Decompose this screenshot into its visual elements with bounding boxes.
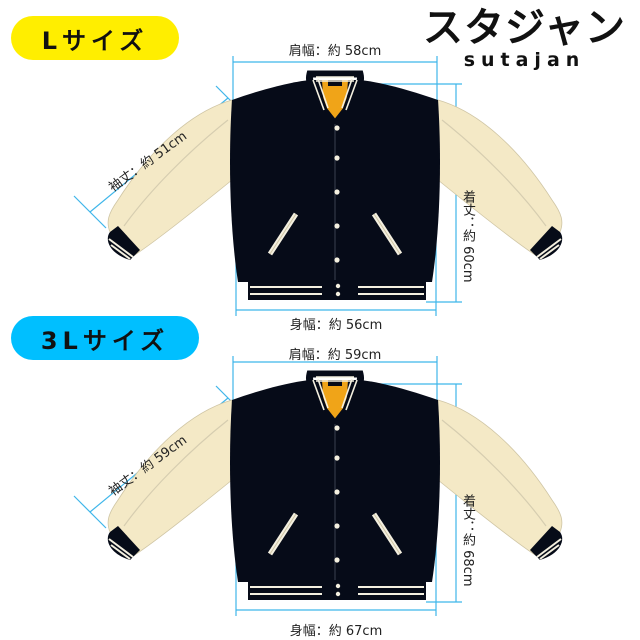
size-badge-3l: 3Lサイズ <box>11 316 199 360</box>
3l-shoulder-label: 肩幅：約 59cm <box>288 348 382 363</box>
brand-title-en: sutajan <box>463 49 586 71</box>
brand-title-jp: スタジャン <box>423 5 626 51</box>
3l-width-label: 身幅：約 67cm <box>289 624 383 639</box>
jacket-l <box>73 55 562 317</box>
brand-logo: スタジャン sutajan <box>423 4 626 70</box>
l-width-label: 身幅：約 56cm <box>289 318 383 333</box>
l-length-label: 着丈：約 60cm <box>460 190 475 283</box>
l-shoulder-label: 肩幅：約 58cm <box>288 44 382 59</box>
size-badge-l: Lサイズ <box>11 16 179 60</box>
3l-length-label: 着丈：約 68cm <box>460 494 475 587</box>
jacket-3l <box>73 355 562 617</box>
